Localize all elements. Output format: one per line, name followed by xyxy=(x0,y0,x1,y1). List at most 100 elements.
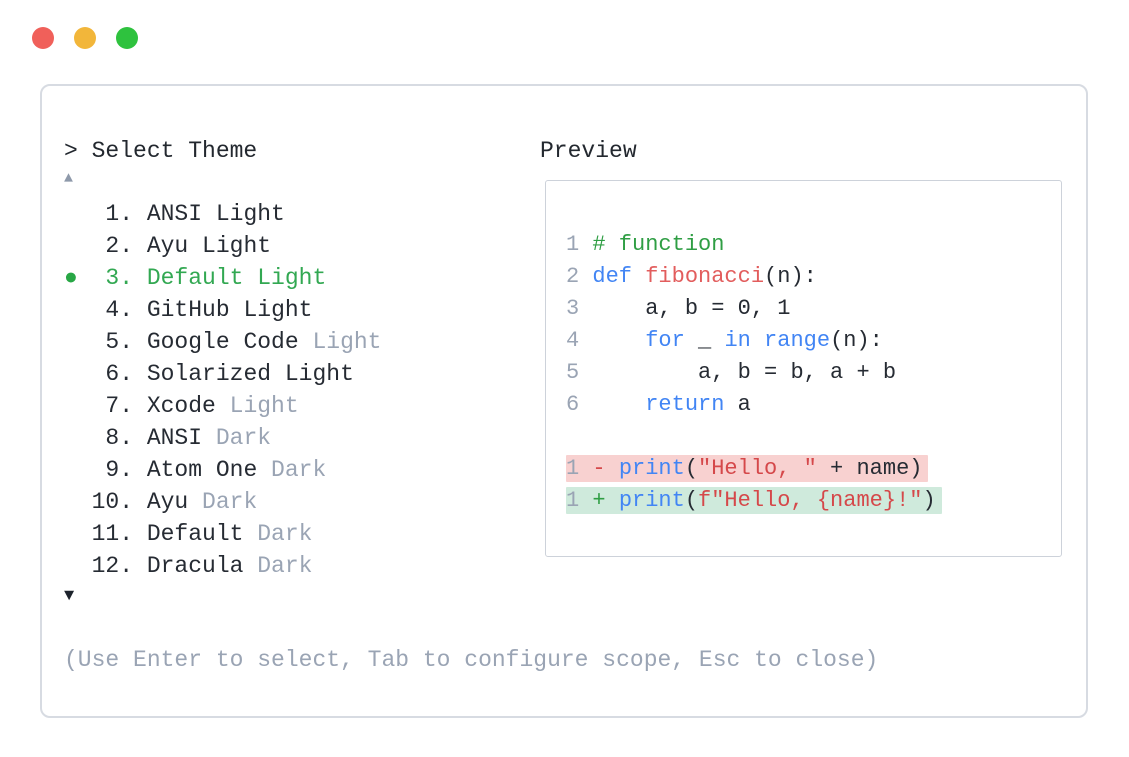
marker-space xyxy=(64,233,92,259)
code-line xyxy=(566,421,1061,453)
theme-variant: Light xyxy=(243,265,327,291)
token-del: - xyxy=(592,455,619,481)
scroll-down-icon[interactable]: ▼ xyxy=(64,587,75,606)
theme-option-1[interactable]: 1. ANSI Light xyxy=(64,198,381,230)
theme-variant: Dark xyxy=(243,553,313,579)
code-line: 1 - print("Hello, " + name) xyxy=(566,453,1061,485)
theme-option-2[interactable]: 2. Ayu Light xyxy=(64,230,381,262)
token-plain: a xyxy=(724,392,751,417)
window-controls xyxy=(32,27,138,49)
theme-option-9[interactable]: 9. Atom One Dark xyxy=(64,454,381,486)
theme-name: ANSI xyxy=(146,201,203,227)
theme-option-3[interactable]: ● 3. Default Light xyxy=(64,262,381,294)
theme-name: Solarized xyxy=(146,361,272,387)
theme-number: 9. xyxy=(91,457,147,483)
theme-name: Default xyxy=(146,521,244,547)
token-plain xyxy=(592,328,645,353)
code-line: 1 + print(f"Hello, {name}!") xyxy=(566,485,1061,517)
theme-name: Default xyxy=(146,265,244,291)
theme-number: 7. xyxy=(91,393,147,419)
theme-variant: Dark xyxy=(257,457,327,483)
selected-indicator: ● xyxy=(64,265,92,291)
token-plain: _ xyxy=(684,328,725,353)
theme-variant: Dark xyxy=(202,425,272,451)
minimize-button[interactable] xyxy=(74,27,96,49)
marker-space xyxy=(64,553,92,579)
line-number: 1 xyxy=(566,232,593,257)
token-plain: ( xyxy=(684,487,699,513)
token-plain: a, b = 0, 1 xyxy=(592,296,791,321)
theme-name: Dracula xyxy=(146,553,244,579)
token-ins: + xyxy=(592,487,619,513)
token-plain: ) xyxy=(922,487,936,513)
token-kw: for xyxy=(645,328,685,353)
theme-option-4[interactable]: 4. GitHub Light xyxy=(64,294,381,326)
theme-variant: Light xyxy=(271,361,354,387)
theme-number: 2. xyxy=(91,233,147,259)
line-number: 4 xyxy=(566,328,593,353)
token-plain: a, b = b, a + b xyxy=(592,360,897,385)
line-number: 1 xyxy=(566,487,593,513)
theme-variant: Light xyxy=(229,297,313,323)
theme-option-12[interactable]: 12. Dracula Dark xyxy=(64,550,381,582)
theme-variant: Light xyxy=(298,329,382,355)
token-kw: def xyxy=(592,264,633,289)
theme-number: 10. xyxy=(91,489,147,515)
token-kw: print xyxy=(618,455,685,481)
close-button[interactable] xyxy=(32,27,54,49)
theme-number: 1. xyxy=(91,201,147,227)
diff-removed-highlight: 1 - print("Hello, " + name) xyxy=(566,454,929,482)
theme-option-5[interactable]: 5. Google Code Light xyxy=(64,326,381,358)
zoom-button[interactable] xyxy=(116,27,138,49)
marker-space xyxy=(64,457,92,483)
token-plain: ( xyxy=(684,455,699,481)
theme-number: 4. xyxy=(91,297,147,323)
marker-space xyxy=(64,297,92,323)
code-line: 6 return a xyxy=(566,389,1061,421)
line-number: 2 xyxy=(566,264,593,289)
token-plain: (n): xyxy=(830,328,883,353)
theme-name: ANSI xyxy=(146,425,203,451)
theme-number: 3. xyxy=(91,265,147,291)
marker-space xyxy=(64,201,92,227)
code-line: 2 def fibonacci(n): xyxy=(566,261,1061,293)
marker-space xyxy=(64,393,92,419)
token-kw: return xyxy=(645,392,725,417)
theme-option-11[interactable]: 11. Default Dark xyxy=(64,518,381,550)
theme-number: 8. xyxy=(91,425,147,451)
scroll-up-icon[interactable]: ▲ xyxy=(64,170,74,187)
marker-space xyxy=(64,329,92,355)
theme-name: Ayu xyxy=(146,233,189,259)
theme-name: Google Code xyxy=(146,329,299,355)
theme-variant: Dark xyxy=(188,489,258,515)
theme-option-7[interactable]: 7. Xcode Light xyxy=(64,390,381,422)
hint-text: (Use Enter to select, Tab to configure s… xyxy=(64,647,879,673)
theme-list: 1. ANSI Light 2. Ayu Light● 3. Default L… xyxy=(64,198,381,582)
token-str: f"Hello, {name}!" xyxy=(698,487,923,513)
marker-space xyxy=(64,425,92,451)
theme-name: Xcode xyxy=(146,393,216,419)
token-plain xyxy=(592,392,645,417)
theme-number: 12. xyxy=(91,553,147,579)
line-number: 6 xyxy=(566,392,593,417)
token-plain: (n): xyxy=(764,264,817,289)
token-com: # function xyxy=(592,232,725,257)
theme-number: 6. xyxy=(91,361,147,387)
theme-option-8[interactable]: 8. ANSI Dark xyxy=(64,422,381,454)
theme-number: 11. xyxy=(91,521,147,547)
token-plain xyxy=(632,264,645,289)
theme-variant: Light xyxy=(188,233,272,259)
theme-name: Ayu xyxy=(146,489,189,515)
theme-variant: Light xyxy=(215,393,299,419)
select-theme-prompt: > Select Theme xyxy=(64,138,258,164)
preview-title: Preview xyxy=(540,138,637,164)
theme-variant: Light xyxy=(202,201,285,227)
token-plain: + name) xyxy=(816,455,923,481)
theme-number: 5. xyxy=(91,329,147,355)
marker-space xyxy=(64,489,92,515)
theme-option-6[interactable]: 6. Solarized Light xyxy=(64,358,381,390)
token-plain xyxy=(751,328,764,353)
theme-option-10[interactable]: 10. Ayu Dark xyxy=(64,486,381,518)
code-line: 5 a, b = b, a + b xyxy=(566,357,1061,389)
code-line: 4 for _ in range(n): xyxy=(566,325,1061,357)
